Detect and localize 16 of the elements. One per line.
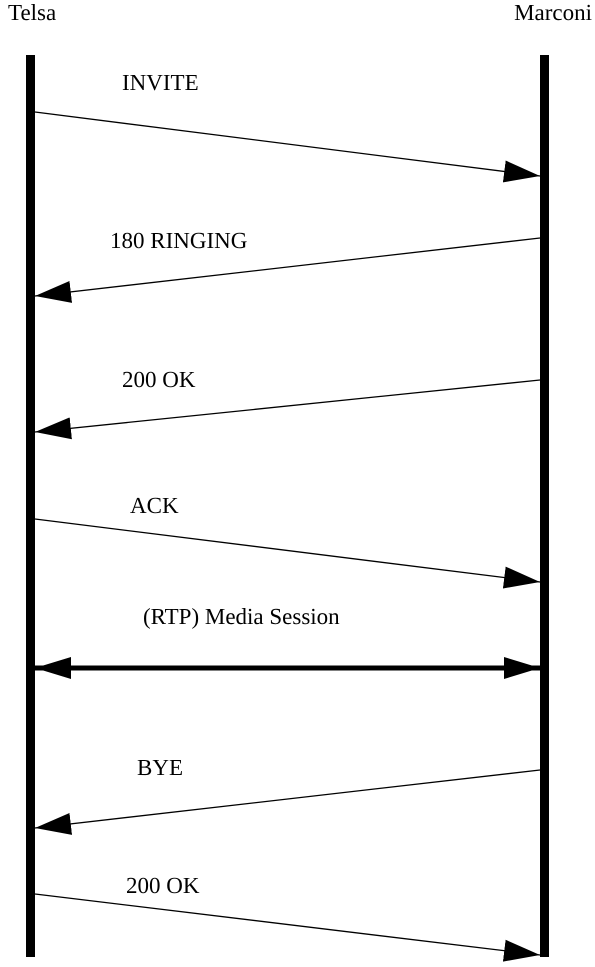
message-label: ACK — [130, 493, 179, 519]
message-arrow — [34, 111, 540, 182]
message-label: 180 RINGING — [110, 228, 248, 254]
participant-name: Telsa — [8, 0, 56, 26]
message-arrow — [34, 769, 540, 835]
message-label: (RTP) Media Session — [143, 604, 340, 630]
message-arrow — [34, 518, 540, 588]
message-arrow — [35, 657, 540, 679]
message-label: BYE — [137, 755, 183, 781]
message-arrow — [34, 893, 540, 962]
message-label: 200 OK — [122, 367, 196, 393]
message-label: INVITE — [122, 70, 199, 96]
participant-name: Marconi — [514, 0, 592, 26]
message-label: 200 OK — [126, 873, 200, 899]
message-arrow — [34, 379, 540, 440]
message-arrow — [34, 237, 540, 303]
